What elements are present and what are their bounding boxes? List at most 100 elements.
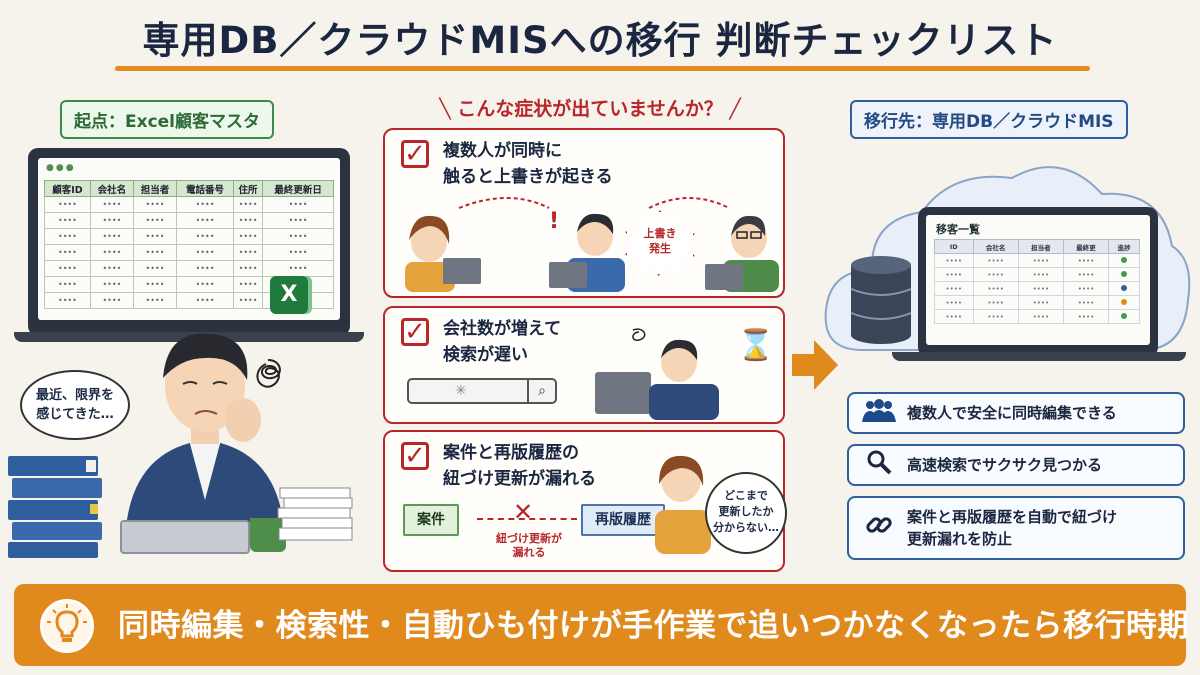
- checkbox-checked-icon: ✓: [401, 442, 429, 470]
- binder-stack-icon: [8, 456, 102, 558]
- arrow-right-icon: [792, 340, 838, 390]
- speech-bubble: 最近、限界を 感じてきた…: [20, 370, 130, 440]
- excel-cell: ••••: [89, 260, 134, 277]
- excel-cell: ••••: [44, 228, 91, 245]
- excel-cell: ••••: [232, 276, 264, 293]
- status-dot-icon: [1121, 298, 1128, 305]
- conclusion-text: 同時編集・検索性・自動ひも付けが手作業で追いつかなくなったら移行時期: [118, 608, 1189, 644]
- db-cell: ••••: [1062, 267, 1110, 282]
- db-row: ••••••••••••••••: [934, 281, 1140, 296]
- excel-cell: ••••: [89, 196, 134, 213]
- symptom-text: 複数人が同時に 触ると上書きが起きる: [443, 141, 613, 187]
- excel-cell: ••••: [232, 260, 264, 277]
- speech-bubble-text: 最近、限界を 感じてきた…: [35, 388, 114, 422]
- db-cell: ••••: [1017, 253, 1064, 268]
- excel-cell: ••••: [44, 244, 91, 261]
- loading-spinner-icon: ✳: [455, 383, 467, 399]
- excel-cell: ••••: [262, 196, 334, 213]
- status-dot-icon: [1121, 270, 1128, 277]
- db-cell: ••••: [972, 295, 1019, 310]
- window-dots: ●●●: [46, 163, 76, 173]
- link-icon: [859, 511, 899, 545]
- conclusion-banner: [14, 584, 1186, 666]
- link-missed-caption: 紐づけ更新が 漏れる: [496, 532, 562, 559]
- db-cell: ••••: [972, 281, 1019, 296]
- source-tag: 起点：Excel顧客マスタ: [60, 100, 275, 139]
- db-cell: ••••: [972, 267, 1019, 282]
- db-cell: ••••: [934, 309, 974, 324]
- title-underline: [115, 66, 1090, 71]
- search-bar: ✳ ⌕: [407, 378, 557, 404]
- db-row: ••••••••••••••••: [934, 253, 1140, 268]
- svg-text:!: !: [549, 209, 559, 234]
- db-cell: ••••: [1062, 281, 1110, 296]
- db-status-cell: [1108, 267, 1140, 282]
- excel-cell: ••••: [132, 292, 178, 309]
- database-icon: [850, 256, 912, 344]
- symptom-card-slow-search: ✓ 会社数が増えて 検索が遅い ✳ ⌕ ⌛: [383, 306, 785, 424]
- excel-icon: X: [270, 276, 308, 314]
- excel-cell: ••••: [262, 244, 334, 261]
- excel-cell: ••••: [132, 260, 178, 277]
- excel-row: ••••••••••••••••••••••••: [44, 196, 334, 213]
- excel-column-header: 担当者: [132, 180, 178, 197]
- symptom-text: 会社数が増えて 検索が遅い: [443, 319, 562, 365]
- db-cell: ••••: [1062, 309, 1110, 324]
- excel-column-header: 会社名: [89, 180, 134, 197]
- lightbulb-icon: [40, 599, 94, 653]
- excel-cell: ••••: [176, 260, 234, 277]
- status-dot-icon: [1121, 256, 1128, 263]
- db-cell: ••••: [1062, 295, 1110, 310]
- page-title: 専用DB／クラウドMISへの移行 判断チェックリスト: [142, 19, 1058, 62]
- cross-icon: ✕: [513, 498, 534, 526]
- db-status-cell: [1108, 309, 1140, 324]
- excel-cell: ••••: [132, 212, 178, 229]
- db-cell: ••••: [972, 309, 1019, 324]
- excel-cell: ••••: [44, 212, 91, 229]
- destination-tag: 移行先：専用DB／クラウドMIS: [850, 100, 1128, 139]
- stress-scribble-icon: [256, 359, 281, 388]
- excel-column-header: 住所: [232, 180, 264, 197]
- db-cell: ••••: [1017, 281, 1064, 296]
- db-cell: ••••: [1017, 267, 1064, 282]
- db-column-header: 進捗: [1108, 239, 1140, 254]
- benefit-text: 複数人で安全に同時編集できる: [907, 404, 1117, 422]
- db-cell: ••••: [934, 295, 974, 310]
- excel-cell: ••••: [176, 244, 234, 261]
- broken-link-line: [477, 518, 577, 520]
- excel-row: ••••••••••••••••••••••••: [44, 228, 334, 245]
- excel-cell: ••••: [44, 196, 91, 213]
- db-cell: ••••: [934, 267, 974, 282]
- excel-cell: ••••: [232, 292, 264, 309]
- excel-cell: ••••: [44, 276, 91, 293]
- symptom-card-overwrite: ✓ 複数人が同時に 触ると上書きが起きる ! 上書き 発生: [383, 128, 785, 298]
- excel-cell: ••••: [232, 196, 264, 213]
- question-heading: ╲ こんな症状が出ていませんか？ ╱: [439, 98, 741, 120]
- benefit-item: 高速検索でサクサク見つかる: [847, 444, 1185, 486]
- screen-title: 移客一覧: [936, 223, 980, 236]
- excel-cell: ••••: [89, 276, 134, 293]
- excel-column-header: 顧客ID: [44, 180, 91, 197]
- excel-cell: ••••: [44, 260, 91, 277]
- db-column-header: 会社名: [972, 239, 1019, 254]
- excel-cell: ••••: [176, 196, 234, 213]
- db-cell: ••••: [1017, 309, 1064, 324]
- search-icon: ⌕: [527, 380, 555, 402]
- excel-cell: ••••: [232, 228, 264, 245]
- db-column-header: 最終更: [1062, 239, 1110, 254]
- db-cell: ••••: [972, 253, 1019, 268]
- speech-bubble: どこまで 更新したか 分からない…: [705, 472, 787, 554]
- excel-column-header: 最終更新日: [262, 180, 334, 197]
- db-column-header: ID: [934, 239, 974, 254]
- waiting-person-illustration: [595, 328, 719, 420]
- excel-cell: ••••: [262, 228, 334, 245]
- overwrite-label: 上書き 発生: [643, 227, 677, 255]
- closed-laptop: [120, 520, 250, 554]
- excel-cell: ••••: [132, 196, 178, 213]
- db-status-cell: [1108, 295, 1140, 310]
